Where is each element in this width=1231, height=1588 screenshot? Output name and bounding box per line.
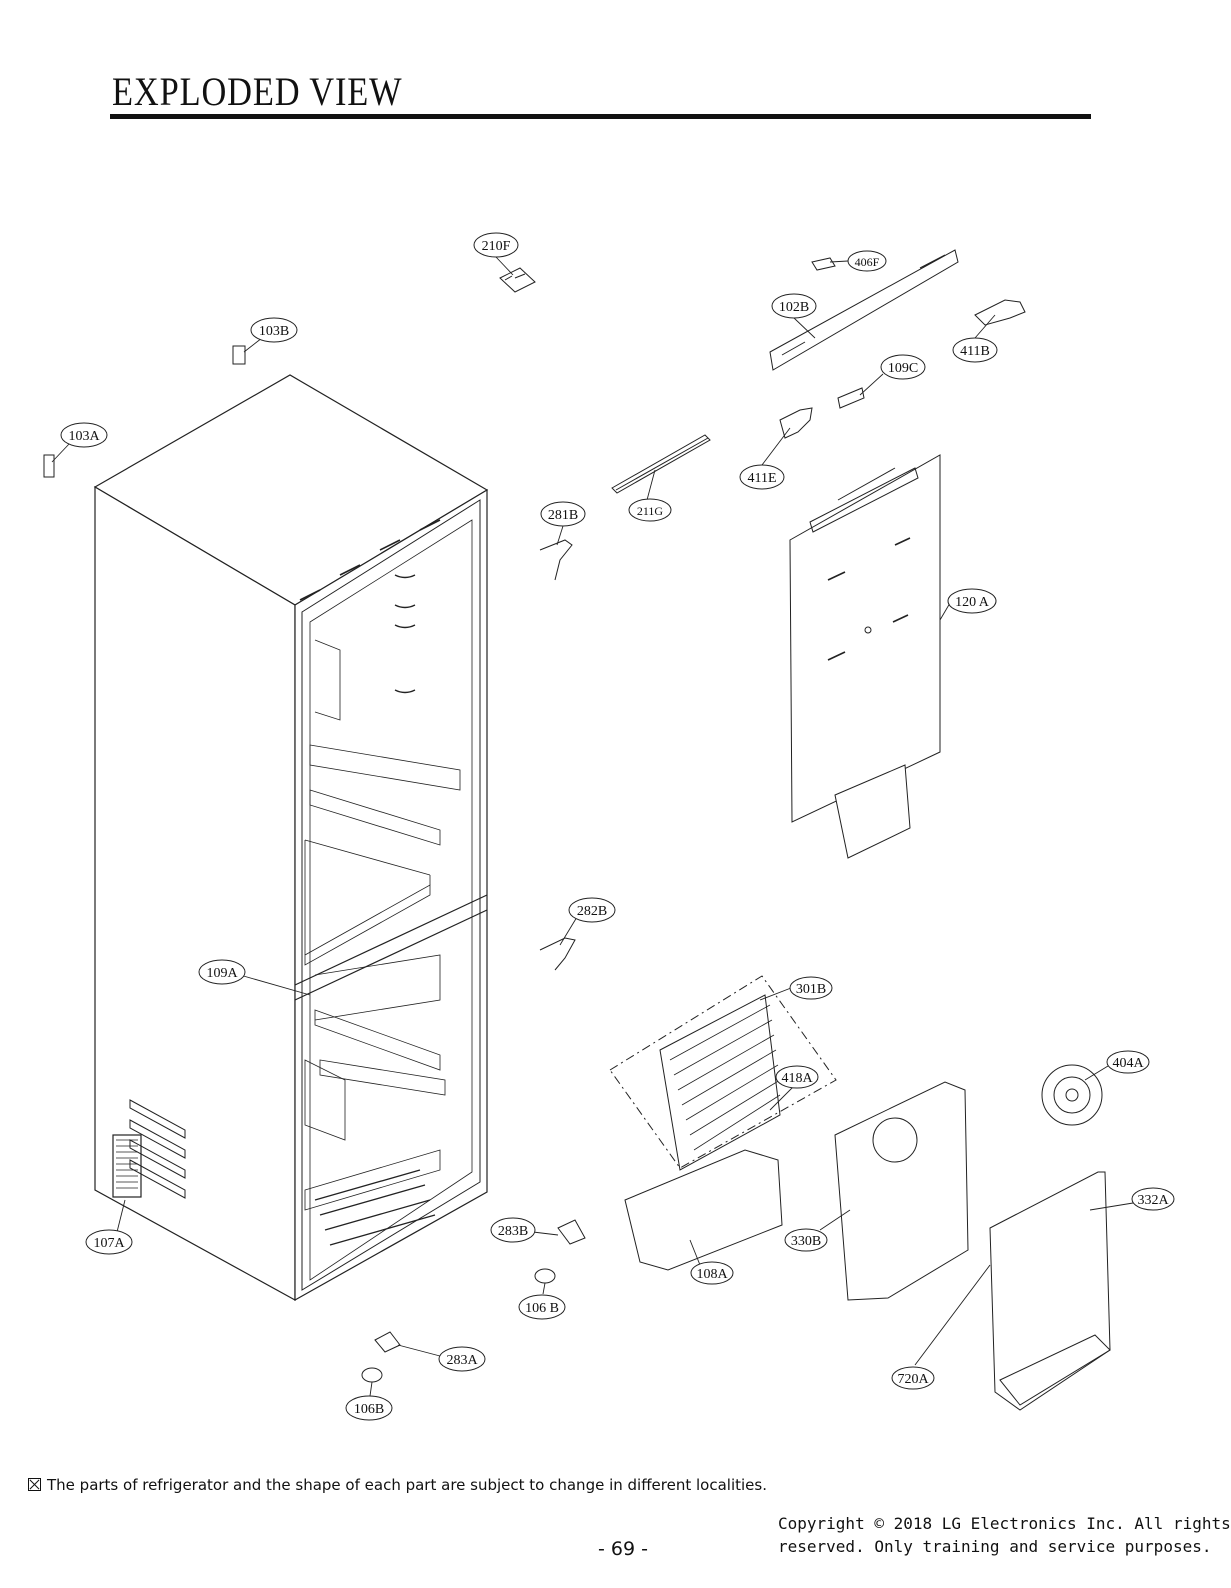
callout-404A: 404A bbox=[1106, 1050, 1150, 1074]
locality-notice: The parts of refrigerator and the shape … bbox=[28, 1476, 767, 1494]
part-301B-boundary bbox=[609, 975, 837, 1169]
callout-label: 301B bbox=[796, 982, 826, 997]
callout-720A: 720A bbox=[891, 1366, 935, 1390]
part-281B-drawing bbox=[539, 539, 573, 581]
part-103B-drawing bbox=[232, 345, 246, 365]
part-109C-drawing bbox=[837, 387, 865, 409]
part-330B-drawing bbox=[834, 1081, 969, 1301]
refrigerator-cabinet bbox=[93, 374, 489, 1302]
callout-406F: 406F bbox=[847, 250, 887, 272]
callout-label: 404A bbox=[1112, 1056, 1144, 1071]
part-108A-drawing bbox=[624, 1149, 783, 1271]
callout-label: 109C bbox=[888, 361, 918, 376]
callout-332A: 332A bbox=[1131, 1187, 1175, 1211]
callout-label: 406F bbox=[855, 255, 880, 269]
callout-108A: 108A bbox=[690, 1261, 734, 1285]
callout-label: 102B bbox=[779, 300, 809, 315]
callout-211G: 211G bbox=[628, 498, 672, 522]
part-102B-drawing bbox=[769, 249, 959, 371]
callout-label: 109A bbox=[206, 966, 238, 981]
callout-label: 281B bbox=[548, 508, 578, 523]
callout-label: 210F bbox=[482, 239, 511, 254]
callout-label: 330B bbox=[791, 1234, 821, 1249]
part-406F-drawing bbox=[811, 257, 836, 271]
callout-label: 103B bbox=[259, 324, 289, 339]
callout-411B: 411B bbox=[952, 337, 998, 363]
callout-106B-1: 106 B bbox=[518, 1294, 566, 1320]
part-211G-drawing bbox=[611, 434, 711, 494]
callout-label: 283A bbox=[446, 1353, 478, 1368]
callout-103B: 103B bbox=[250, 317, 298, 343]
callout-418A: 418A bbox=[775, 1065, 819, 1089]
part-283A-drawing bbox=[374, 1331, 401, 1353]
page-number: - 69 - bbox=[598, 1538, 648, 1560]
callout-283B: 283B bbox=[490, 1217, 536, 1243]
callout-282B: 282B bbox=[568, 897, 616, 923]
callout-label: 120 A bbox=[955, 595, 990, 610]
page-title: EXPLODED VIEW bbox=[112, 69, 403, 114]
part-411E-drawing bbox=[779, 407, 813, 439]
part-418A-drawing bbox=[659, 994, 781, 1171]
callout-label: 107A bbox=[93, 1236, 125, 1251]
callout-283A: 283A bbox=[438, 1346, 486, 1372]
callout-330B: 330B bbox=[784, 1228, 828, 1252]
checkbox-icon bbox=[28, 1478, 41, 1491]
callout-210F: 210F bbox=[473, 232, 519, 258]
part-283B-drawing bbox=[557, 1219, 586, 1245]
callout-106B-2: 106B bbox=[345, 1395, 393, 1421]
callout-label: 411E bbox=[747, 471, 776, 486]
callout-102B: 102B bbox=[771, 293, 817, 319]
part-106B-1-drawing bbox=[534, 1268, 556, 1284]
callout-label: 211G bbox=[637, 504, 664, 518]
part-drawings bbox=[43, 249, 1111, 1411]
callout-107A: 107A bbox=[85, 1229, 133, 1255]
part-282B-drawing bbox=[539, 937, 576, 971]
copyright-line: Copyright © 2018 LG Electronics Inc. All… bbox=[778, 1514, 1231, 1533]
part-210F-drawing bbox=[499, 267, 536, 293]
title-underline bbox=[110, 114, 1091, 119]
callout-109C: 109C bbox=[880, 354, 926, 380]
callout-120A: 120 A bbox=[947, 588, 997, 614]
part-120A-drawing bbox=[789, 454, 941, 823]
callouts: 210F 406F 102B 411B 109C 103B 103A 411E … bbox=[60, 232, 1175, 1421]
part-332A-drawing bbox=[989, 1171, 1111, 1411]
part-404A-drawing bbox=[1041, 1064, 1103, 1126]
callout-109A: 109A bbox=[198, 959, 246, 985]
callout-label: 418A bbox=[781, 1071, 813, 1086]
part-411B-drawing bbox=[974, 299, 1026, 326]
callout-label: 283B bbox=[498, 1224, 528, 1239]
callout-label: 106B bbox=[354, 1402, 384, 1417]
callout-label: 282B bbox=[577, 904, 607, 919]
part-106B-2-drawing bbox=[361, 1367, 383, 1383]
callout-411E: 411E bbox=[739, 464, 785, 490]
callout-label: 106 B bbox=[525, 1301, 559, 1316]
callout-281B: 281B bbox=[540, 501, 586, 527]
callout-label: 332A bbox=[1137, 1193, 1169, 1208]
callout-301B: 301B bbox=[789, 976, 833, 1000]
leader-lines bbox=[51, 256, 1134, 1397]
callout-label: 108A bbox=[696, 1267, 728, 1282]
callout-label: 411B bbox=[960, 344, 990, 359]
callout-label: 720A bbox=[897, 1372, 929, 1387]
copyright-notice: Copyright © 2018 LG Electronics Inc. All… bbox=[778, 1512, 1231, 1558]
copyright-line: reserved. Only training and service purp… bbox=[778, 1537, 1212, 1556]
callout-103A: 103A bbox=[60, 422, 108, 448]
callout-label: 103A bbox=[68, 429, 100, 444]
notice-text: The parts of refrigerator and the shape … bbox=[47, 1476, 767, 1494]
part-103A-drawing bbox=[43, 454, 55, 478]
